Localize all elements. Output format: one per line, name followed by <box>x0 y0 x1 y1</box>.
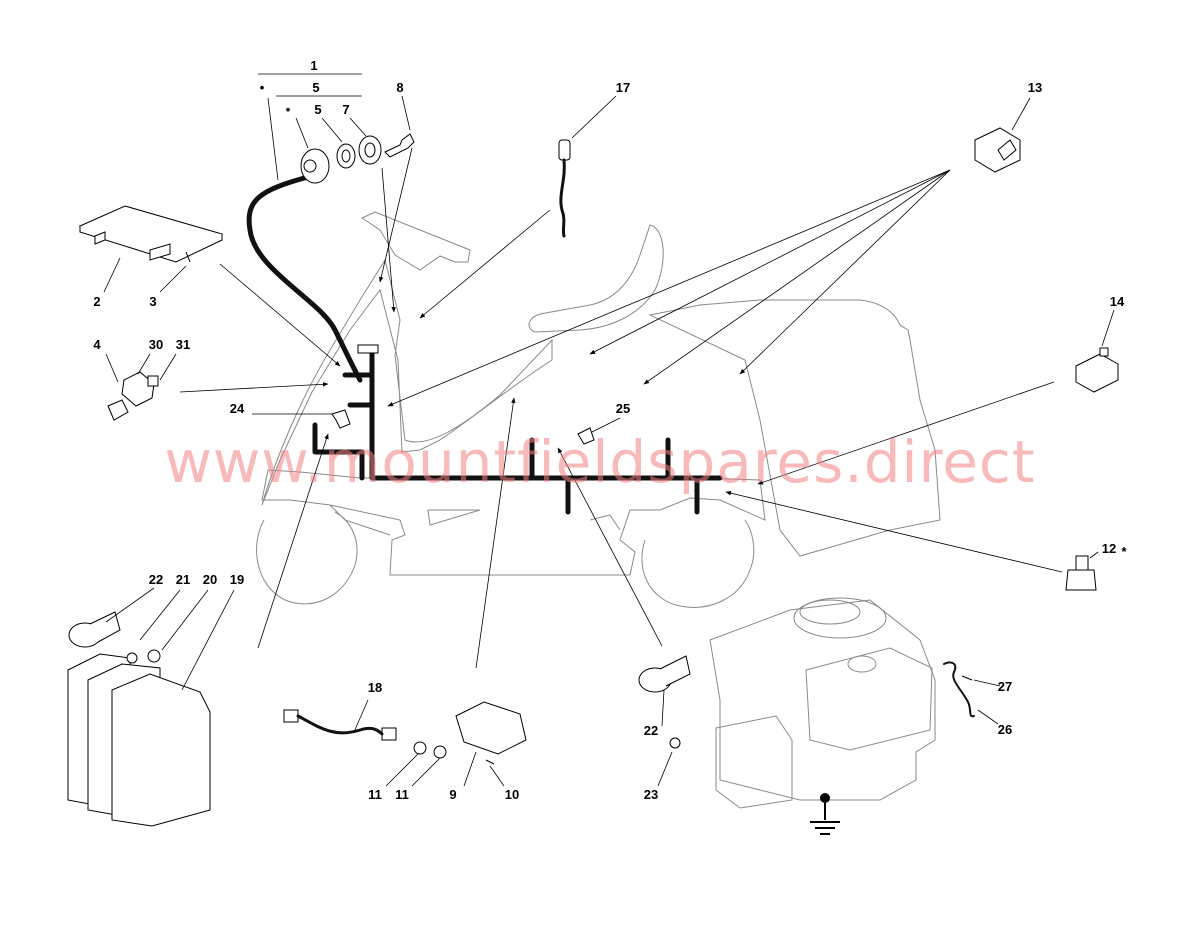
oil-sensor-part <box>1065 555 1097 591</box>
label-27: 27 <box>998 679 1012 694</box>
watermark-text: www.mountfieldspares.direct <box>164 428 1035 496</box>
label-21: 21 <box>176 572 190 587</box>
label-31: 31 <box>176 337 190 352</box>
label-19: 19 <box>230 572 244 587</box>
terminal-cover-part <box>68 611 121 648</box>
leader-lines <box>103 73 1115 787</box>
part-labels: 1 • 5 • 5 7 8 17 13 2 3 4 30 31 24 25 14… <box>93 58 1127 802</box>
bullet-marker-2: • <box>286 102 291 117</box>
ignition-switch-part <box>300 135 382 184</box>
label-8: 8 <box>396 80 403 95</box>
label-9: 9 <box>449 787 456 802</box>
label-23: 23 <box>644 787 658 802</box>
clip-part <box>331 409 351 429</box>
terminal-cover-part-2 <box>638 655 691 749</box>
label-22b: 22 <box>644 723 658 738</box>
battery-part <box>67 649 211 827</box>
label-14: 14 <box>1110 294 1125 309</box>
label-20: 20 <box>203 572 217 587</box>
label-11a: 11 <box>368 787 382 802</box>
asterisk-marker: * <box>1121 544 1127 559</box>
label-2: 2 <box>93 294 100 309</box>
micro-switch-part <box>1075 347 1119 393</box>
rocker-switch-part <box>974 127 1021 173</box>
label-7: 7 <box>342 102 349 117</box>
label-17: 17 <box>616 80 630 95</box>
solenoid-part <box>413 701 527 765</box>
label-13: 13 <box>1028 80 1042 95</box>
label-11b: 11 <box>395 787 409 802</box>
circuit-board-part <box>78 205 224 263</box>
label-4: 4 <box>93 337 101 352</box>
tractor-outline <box>256 211 941 608</box>
seat-switch-part <box>558 139 571 238</box>
clip-part-25 <box>577 427 595 445</box>
label-22a: 22 <box>149 572 163 587</box>
engine-part <box>709 597 936 809</box>
label-30: 30 <box>149 337 163 352</box>
label-26: 26 <box>998 722 1012 737</box>
label-18: 18 <box>368 680 382 695</box>
label-24: 24 <box>230 401 245 416</box>
label-25: 25 <box>616 401 630 416</box>
label-1: 1 <box>310 58 317 73</box>
label-3: 3 <box>149 294 156 309</box>
label-12: 12 <box>1102 541 1116 556</box>
ignition-key-part <box>384 133 415 158</box>
bullet-marker: • <box>260 80 265 95</box>
ground-wire-part <box>943 661 975 718</box>
relay-part <box>107 371 159 421</box>
arrows <box>179 147 1063 669</box>
wiring-harness <box>246 174 723 515</box>
cable-part <box>283 709 397 741</box>
ground-icon <box>810 793 840 835</box>
label-5b: 5 <box>314 102 321 117</box>
label-10: 10 <box>505 787 519 802</box>
label-5a: 5 <box>312 80 319 95</box>
